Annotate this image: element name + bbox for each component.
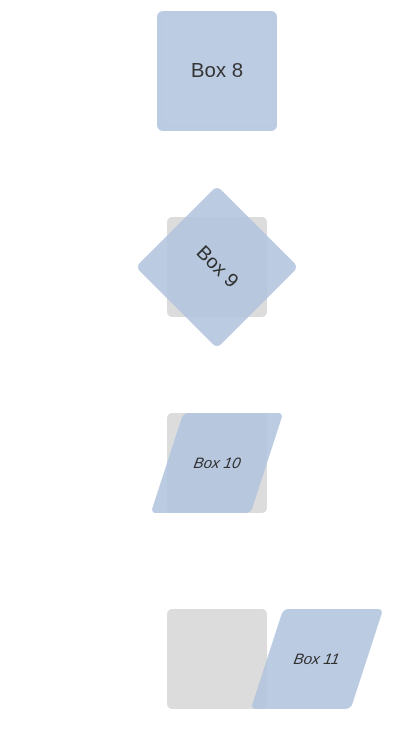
- box-11: Box 11: [250, 609, 384, 709]
- box-11-original-position: [167, 609, 267, 709]
- box-9-label: Box 9: [191, 241, 243, 292]
- transform-demo-10: Box 10: [150, 413, 284, 513]
- transform-demo-8: Box 8: [157, 10, 277, 131]
- transform-demo-11: Box 11: [167, 609, 384, 709]
- box-8: Box 8: [157, 10, 277, 131]
- box-9: Box 9: [135, 185, 299, 349]
- box-11-label: Box 11: [292, 650, 342, 668]
- transform-demo-9: Box 9: [135, 185, 299, 349]
- box-10-label: Box 10: [192, 454, 242, 472]
- box-8-label: Box 8: [190, 58, 244, 82]
